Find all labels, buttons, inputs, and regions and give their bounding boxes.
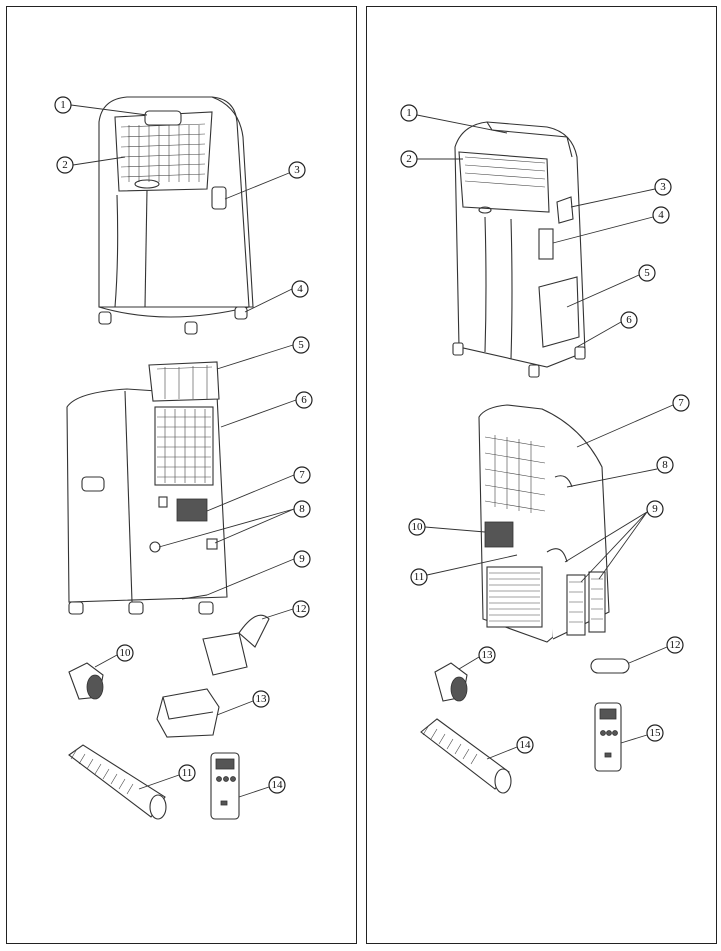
svg-text:4: 4 bbox=[658, 209, 664, 221]
svg-text:9: 9 bbox=[299, 553, 305, 565]
left-part-exhaust-elbow bbox=[202, 614, 270, 676]
right-callout-7: 7 bbox=[672, 394, 690, 412]
left-part-exhaust-hose bbox=[68, 744, 167, 820]
left-callout-7: 7 bbox=[293, 466, 311, 484]
right-callout-4: 4 bbox=[652, 206, 670, 224]
svg-text:11: 11 bbox=[414, 571, 425, 583]
right-part-exhaust-hose bbox=[420, 718, 512, 794]
left-callout-8: 8 bbox=[293, 500, 311, 518]
svg-text:9: 9 bbox=[652, 503, 658, 515]
left-callout-10: 10 bbox=[116, 644, 134, 662]
svg-text:5: 5 bbox=[644, 267, 650, 279]
svg-text:1: 1 bbox=[406, 107, 412, 119]
left-callout-5: 5 bbox=[292, 336, 310, 354]
left-callout-11: 11 bbox=[178, 764, 196, 782]
right-part-strip bbox=[590, 658, 630, 674]
left-exploded-diagram: 1 2 3 4 5 6 7 8 9 10 11 12 13 14 bbox=[54, 96, 313, 820]
svg-text:1: 1 bbox=[60, 99, 66, 111]
svg-text:13: 13 bbox=[256, 693, 268, 705]
svg-text:14: 14 bbox=[520, 739, 532, 751]
svg-text:10: 10 bbox=[412, 521, 424, 533]
svg-text:12: 12 bbox=[296, 603, 307, 615]
svg-text:2: 2 bbox=[62, 159, 68, 171]
left-diagram-panel: 1 2 3 4 5 6 7 8 9 10 11 12 13 14 bbox=[6, 6, 357, 944]
right-callout-12: 12 bbox=[666, 636, 684, 654]
right-unit-back-view bbox=[478, 404, 610, 643]
right-diagram-panel: 1 2 3 4 5 6 7 8 9 10 11 12 13 14 15 bbox=[366, 6, 717, 944]
right-callout-8: 8 bbox=[656, 456, 674, 474]
left-callout-4: 4 bbox=[291, 280, 309, 298]
left-part-drain-tray bbox=[156, 688, 220, 738]
right-callout-11: 11 bbox=[410, 568, 428, 586]
svg-text:7: 7 bbox=[299, 469, 305, 481]
right-callout-10: 10 bbox=[408, 518, 426, 536]
left-callout-14: 14 bbox=[268, 776, 286, 794]
svg-text:15: 15 bbox=[650, 727, 662, 739]
right-callout-6: 6 bbox=[620, 311, 638, 329]
right-callout-15: 15 bbox=[646, 724, 664, 742]
svg-text:3: 3 bbox=[294, 164, 300, 176]
svg-text:14: 14 bbox=[272, 779, 284, 791]
right-callout-5: 5 bbox=[638, 264, 656, 282]
right-callout-1: 1 bbox=[400, 104, 418, 122]
left-callout-13: 13 bbox=[252, 690, 270, 708]
right-callout-9: 9 bbox=[646, 500, 664, 518]
left-callout-12: 12 bbox=[292, 600, 310, 618]
right-unit-front-view bbox=[452, 121, 586, 378]
right-callout-2: 2 bbox=[400, 150, 418, 168]
svg-text:12: 12 bbox=[670, 639, 681, 651]
svg-text:11: 11 bbox=[182, 767, 193, 779]
svg-text:7: 7 bbox=[678, 397, 684, 409]
right-exploded-diagram: 1 2 3 4 5 6 7 8 9 10 11 12 13 14 15 bbox=[400, 104, 690, 794]
left-part-window-adapter bbox=[68, 662, 104, 700]
left-callout-6: 6 bbox=[295, 391, 313, 409]
right-callout-14: 14 bbox=[516, 736, 534, 754]
svg-text:2: 2 bbox=[406, 153, 412, 165]
left-leader-lines bbox=[70, 104, 297, 798]
svg-text:5: 5 bbox=[298, 339, 304, 351]
svg-text:8: 8 bbox=[299, 503, 305, 515]
left-unit-front-view bbox=[98, 96, 254, 335]
svg-text:6: 6 bbox=[301, 394, 307, 406]
right-leader-lines bbox=[416, 114, 674, 760]
left-callout-3: 3 bbox=[288, 161, 306, 179]
left-callout-9: 9 bbox=[293, 550, 311, 568]
left-callout-2: 2 bbox=[56, 156, 74, 174]
svg-text:3: 3 bbox=[660, 181, 666, 193]
left-part-remote-control bbox=[210, 752, 240, 820]
right-callout-13: 13 bbox=[478, 646, 496, 664]
svg-text:13: 13 bbox=[482, 649, 494, 661]
svg-text:6: 6 bbox=[626, 314, 632, 326]
right-part-remote-control bbox=[594, 702, 622, 772]
left-unit-back-view bbox=[66, 361, 228, 615]
svg-text:8: 8 bbox=[662, 459, 668, 471]
right-part-window-adapter bbox=[434, 662, 468, 702]
svg-text:4: 4 bbox=[297, 283, 303, 295]
left-callout-1: 1 bbox=[54, 96, 72, 114]
right-callout-3: 3 bbox=[654, 178, 672, 196]
svg-text:10: 10 bbox=[120, 647, 132, 659]
